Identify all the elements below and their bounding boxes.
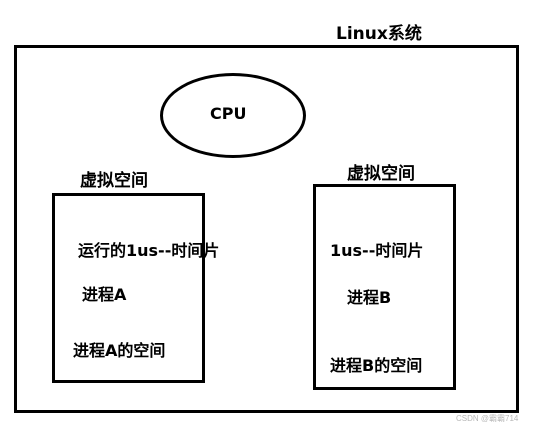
process-a-name: 进程A [82,285,127,304]
process-a-box [52,193,205,383]
virtual-space-b-title: 虚拟空间 [347,164,415,184]
linux-system-frame [14,45,519,413]
linux-system-title: Linux系统 [336,24,422,44]
process-a-space: 进程A的空间 [73,341,166,360]
process-b-name: 进程B [347,288,392,307]
process-b-space: 进程B的空间 [330,356,423,375]
process-a-time-slice: 运行的1us--时间片 [78,241,220,260]
watermark: CSDN @霸霸714 [456,414,519,423]
process-b-box [313,184,456,390]
cpu-label: CPU [210,104,247,123]
process-b-time-slice: 1us--时间片 [330,241,424,260]
virtual-space-a-title: 虚拟空间 [80,171,148,191]
cpu-ellipse [160,73,306,158]
